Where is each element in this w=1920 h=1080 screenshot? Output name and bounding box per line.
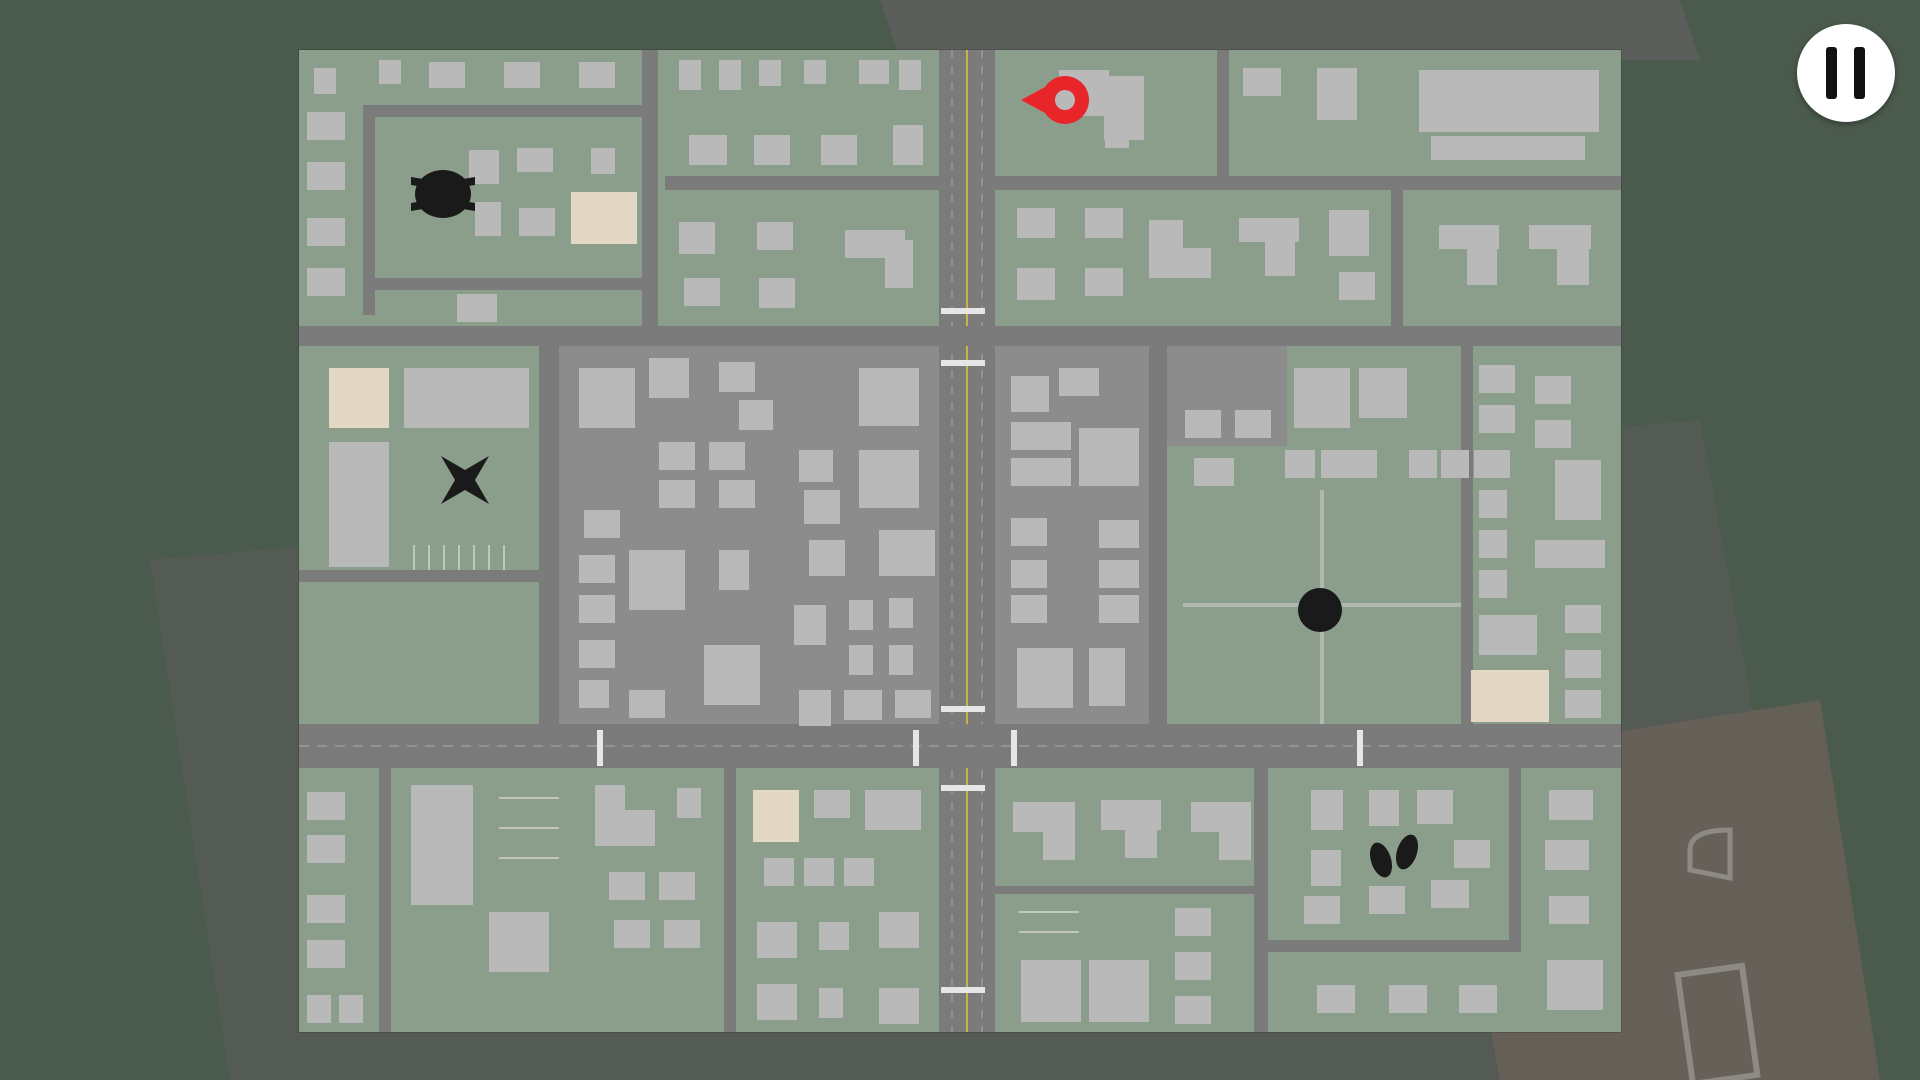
location-pin-icon [1021,76,1089,124]
vehicle-marker[interactable] [409,167,477,221]
pause-button[interactable] [1797,24,1895,122]
ninja-star-marker[interactable] [437,452,493,508]
footprints-marker[interactable] [1363,832,1425,880]
footprints-icon [1369,834,1419,878]
shuriken-icon [441,456,489,504]
car-icon [411,170,475,218]
main-road-north [299,326,1621,346]
city-map[interactable] [299,50,1621,1032]
destination-pin-marker[interactable] [1019,74,1093,126]
city-map-svg [299,50,1621,1032]
dot-icon [1298,588,1342,632]
player-position-marker[interactable] [1297,587,1343,633]
